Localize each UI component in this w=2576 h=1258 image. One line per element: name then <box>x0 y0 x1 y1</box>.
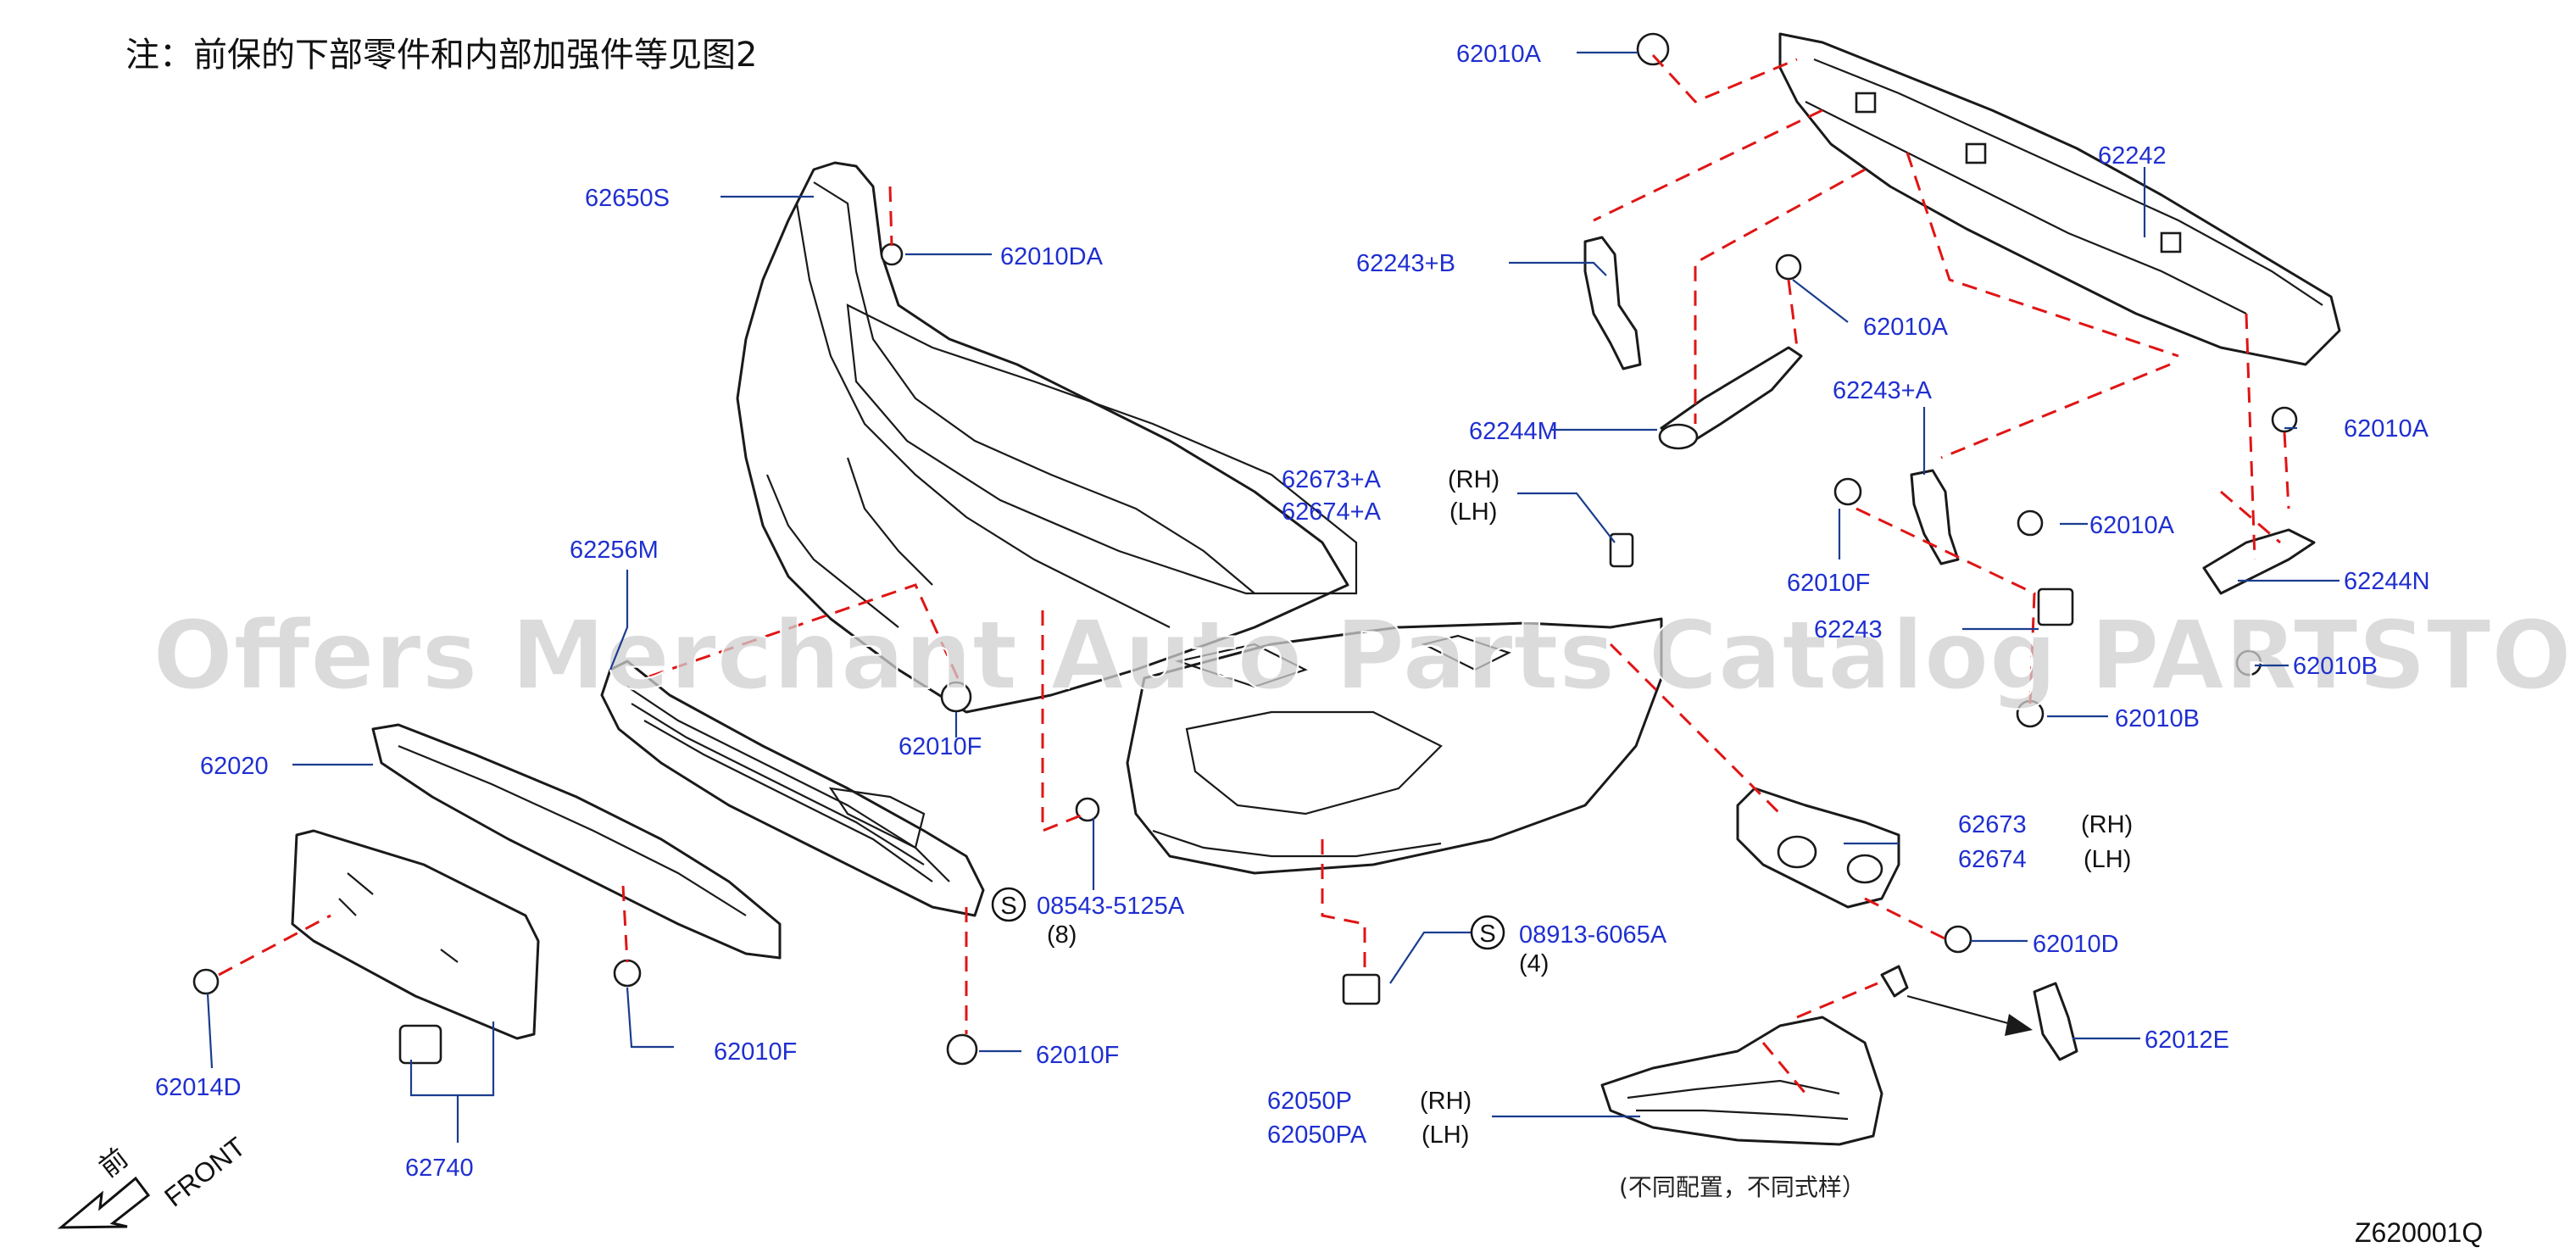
label-62256M[interactable]: 62256M <box>570 537 659 564</box>
front-en: FRONT <box>159 1131 251 1212</box>
radiator-grille <box>600 660 985 917</box>
label-62242[interactable]: 62242 <box>2098 142 2167 170</box>
label-62012E[interactable]: 62012E <box>2145 1027 2229 1054</box>
part-labels: 62010A 62650S 62010DA 62243+B 62242 6201… <box>155 41 2430 1182</box>
label-62674[interactable]: 62674 <box>1958 846 2027 873</box>
label-62243A[interactable]: 62243+A <box>1833 377 1933 404</box>
lower-grille-strip <box>371 723 782 960</box>
label-62050P[interactable]: 62050P <box>1267 1088 1352 1115</box>
label-62050PA[interactable]: 62050PA <box>1267 1122 1367 1149</box>
label-08543-5125A[interactable]: 08543-5125A <box>1037 893 1185 920</box>
front-arrow-icon <box>57 1176 151 1229</box>
side-bracket-62243A <box>1910 469 1960 565</box>
label-62010A-r2[interactable]: 62010A <box>2089 512 2175 539</box>
variant-caption: (不同配置，不同式样） <box>1619 1173 1866 1201</box>
tag-lh-1: (LH) <box>1449 498 1497 526</box>
tag-rh-3: (RH) <box>1420 1088 1472 1115</box>
tag-lh-2: (LH) <box>2084 846 2131 873</box>
label-62010B[interactable]: 62010B <box>2115 705 2200 732</box>
label-62243-partial[interactable]: 62243 <box>1814 616 1883 643</box>
qty-08913: (4) <box>1519 950 1549 977</box>
label-62650S[interactable]: 62650S <box>585 185 670 212</box>
sourcing-marks: S S <box>991 887 1505 950</box>
label-62010F-mid[interactable]: 62010F <box>899 733 982 760</box>
license-plate-bracket <box>291 829 540 1065</box>
label-62010DA[interactable]: 62010DA <box>1000 243 1104 270</box>
clip-detail <box>1880 965 2078 1061</box>
fog-lamp-bracket <box>1736 787 1900 909</box>
side-bracket-62243B <box>1583 236 1642 370</box>
label-62673[interactable]: 62673 <box>1958 811 2027 838</box>
label-62010A-top[interactable]: 62010A <box>1456 41 1542 68</box>
bumper-reinforcement <box>1778 32 2341 366</box>
label-62010A-right[interactable]: 62010A <box>2344 415 2429 443</box>
bumper-fascia <box>736 161 1663 875</box>
label-62244M[interactable]: 62244M <box>1469 418 1558 445</box>
s-mark-2: S <box>1479 921 1495 948</box>
label-62243B[interactable]: 62243+B <box>1356 250 1455 277</box>
label-62010F-right[interactable]: 62010F <box>1787 570 1870 597</box>
qty-08543: (8) <box>1047 921 1077 949</box>
watermark: Offers Merchant Auto Parts Catalog PARTS… <box>153 601 2576 711</box>
label-62010A-mid[interactable]: 62010A <box>1863 314 1949 341</box>
leader-lines <box>206 51 2340 1143</box>
label-62010D-right[interactable]: 62010D <box>2033 931 2119 958</box>
label-62010F-low[interactable]: 62010F <box>714 1038 797 1066</box>
tag-lh-3: (LH) <box>1422 1122 1469 1149</box>
front-cn: 前 <box>93 1142 133 1183</box>
tag-rh-2: (RH) <box>2081 811 2133 838</box>
s-mark-1: S <box>1000 893 1016 920</box>
label-62014D[interactable]: 62014D <box>155 1074 242 1101</box>
diagram-code: Z620001Q <box>2355 1217 2483 1248</box>
label-62740[interactable]: 62740 <box>405 1155 474 1182</box>
label-62244N[interactable]: 62244N <box>2344 568 2430 595</box>
front-indicator: 前 FRONT <box>57 1131 251 1229</box>
stay-62244N <box>2202 528 2316 595</box>
fog-lamp-bezel <box>1600 1016 1883 1146</box>
label-62010B-partial[interactable]: 62010B <box>2293 653 2378 680</box>
label-62020[interactable]: 62020 <box>200 753 269 780</box>
tag-rh-1: (RH) <box>1448 466 1499 493</box>
diagram-note: 注：前保的下部零件和内部加强件等见图2 <box>125 36 757 75</box>
fasteners <box>192 32 2298 1066</box>
label-08913-6065A[interactable]: 08913-6065A <box>1519 921 1667 949</box>
stay-62244M <box>1658 346 1803 450</box>
assembly-guides <box>218 53 2290 1094</box>
label-62010F-low2[interactable]: 62010F <box>1036 1042 1119 1069</box>
label-62674A[interactable]: 62674+A <box>1282 498 1382 526</box>
label-62673A[interactable]: 62673+A <box>1282 466 1382 493</box>
